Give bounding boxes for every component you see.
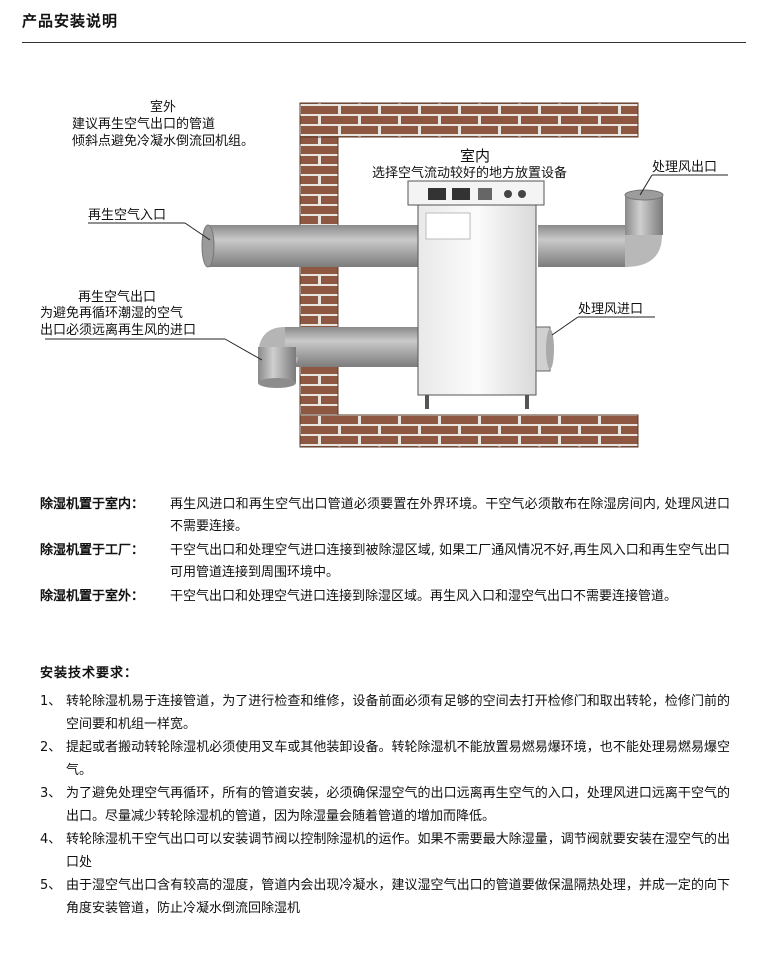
requirements-list: 1、 转轮除湿机易于连接管道，为了进行检查和维修，设备前面必须有足够的空间去打开… — [40, 690, 730, 920]
placement-text: 再生风进口和再生空气出口管道必须要置在外界环境。干空气必须散布在除湿房间内, 处… — [170, 497, 730, 534]
process-inlet-label: 处理风进口 — [578, 302, 643, 317]
brick-wall — [299, 102, 639, 448]
dehumidifier-unit — [407, 180, 554, 409]
requirement-text: 转轮除湿机易于连接管道，为了进行检查和维修，设备前面必须有足够的空间去打开检修门… — [66, 694, 730, 732]
outdoor-note-line1: 建议再生空气出口的管道 — [72, 116, 215, 132]
process-outlet-label: 处理风出口 — [652, 160, 717, 175]
installation-diagram: 室外 建议再生空气出口的管道 倾斜点避免冷凝水倒流回机组。 室内 选择空气流动较… — [40, 99, 728, 448]
placement-row: 除湿机置于室外： 干空气出口和处理空气进口连接到除湿区域。再生风入口和湿空气出口… — [40, 586, 730, 608]
placement-row: 除湿机置于工厂： 干空气出口和处理空气进口连接到被除湿区域, 如果工厂通风情况不… — [40, 540, 730, 584]
requirement-item: 4、 转轮除湿机干空气出口可以安装调节阀以控制除湿机的运作。如果不需要最大除湿量… — [40, 828, 730, 874]
requirement-text: 为了避免处理空气再循环，所有的管道安装，必须确保湿空气的出口远离再生空气的入口，… — [66, 786, 730, 824]
requirement-item: 1、 转轮除湿机易于连接管道，为了进行检查和维修，设备前面必须有足够的空间去打开… — [40, 690, 730, 736]
placement-notes: 除湿机置于室内： 再生风进口和再生空气出口管道必须要置在外界环境。干空气必须散布… — [40, 494, 730, 610]
regen-inlet-pipe — [208, 225, 420, 267]
placement-label: 除湿机置于室内： — [40, 497, 145, 512]
requirement-item: 3、 为了避免处理空气再循环，所有的管道安装，必须确保湿空气的出口远离再生空气的… — [40, 782, 730, 828]
requirement-text: 转轮除湿机干空气出口可以安装调节阀以控制除湿机的运作。如果不需要最大除湿量，调节… — [66, 832, 730, 870]
requirement-number: 4、 — [40, 832, 62, 847]
outdoor-note-line2: 倾斜点避免冷凝水倒流回机组。 — [72, 133, 254, 149]
regen-inlet-label: 再生空气入口 — [88, 207, 166, 223]
page-title: 产品安装说明 — [22, 12, 119, 30]
requirement-number: 3、 — [40, 786, 62, 801]
process-outlet-pipe — [538, 189, 664, 267]
placement-label: 除湿机置于工厂： — [40, 543, 145, 558]
indoor-title: 室内 — [460, 147, 490, 165]
requirement-item: 2、 提起或者搬动转轮除湿机必须使用叉车或其他装卸设备。转轮除湿机不能放置易燃易… — [40, 736, 730, 782]
placement-text: 干空气出口和处理空气进口连接到除湿区域。再生风入口和湿空气出口不需要连接管道。 — [170, 589, 678, 604]
regen-outlet-note-line1: 为避免再循环潮湿的空气 — [40, 305, 183, 321]
indoor-note: 选择空气流动较好的地方放置设备 — [372, 165, 567, 181]
requirement-text: 提起或者搬动转轮除湿机必须使用叉车或其他装卸设备。转轮除湿机不能放置易燃易爆环境… — [66, 740, 730, 778]
requirements-title: 安装技术要求： — [40, 666, 139, 681]
requirement-number: 5、 — [40, 878, 62, 893]
regen-outlet-label: 再生空气出口 — [78, 289, 156, 305]
title-divider — [22, 42, 746, 43]
requirement-number: 1、 — [40, 694, 62, 709]
regen-outlet-note-line2: 出口必须远离再生风的进口 — [40, 322, 196, 338]
placement-text: 干空气出口和处理空气进口连接到被除湿区域, 如果工厂通风情况不好,再生风入口和再… — [170, 543, 730, 580]
requirement-text: 由于湿空气出口含有较高的湿度，管道内会出现冷凝水，建议湿空气出口的管道要做保温隔… — [66, 878, 730, 916]
requirement-item: 5、 由于湿空气出口含有较高的湿度，管道内会出现冷凝水，建议湿空气出口的管道要做… — [40, 874, 730, 920]
placement-label: 除湿机置于室外： — [40, 589, 145, 604]
outdoor-title: 室外 — [150, 99, 176, 115]
requirement-number: 2、 — [40, 740, 62, 755]
placement-row: 除湿机置于室内： 再生风进口和再生空气出口管道必须要置在外界环境。干空气必须散布… — [40, 494, 730, 538]
regen-outlet-pipe — [258, 327, 420, 388]
